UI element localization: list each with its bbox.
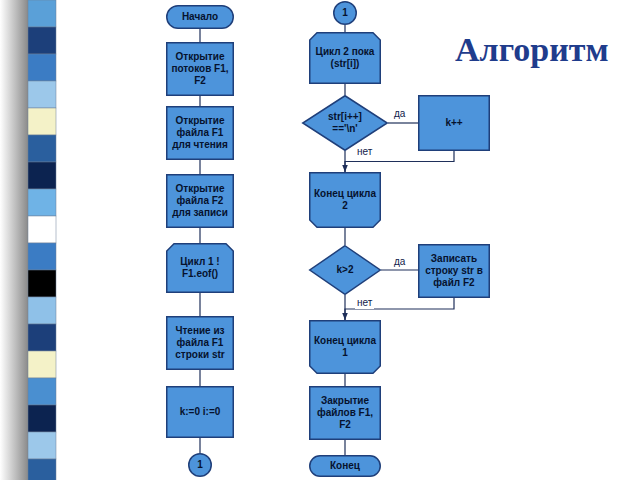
process-box: k++ <box>418 95 490 151</box>
loop-start: Цикл 1 ! F1.eof() <box>166 243 234 293</box>
shape-outline <box>167 175 234 228</box>
shape-outline <box>310 173 381 228</box>
node-text: k:=0 i:=0 <box>170 406 230 418</box>
strip-square <box>28 243 56 270</box>
loop-end: Конец цикла 1 <box>309 320 381 374</box>
loop-end: Конец цикла 2 <box>309 172 381 228</box>
node-text: Чтение из файла F1 строки str <box>170 325 230 361</box>
strip-gradient <box>0 0 28 480</box>
strip-square <box>28 432 56 459</box>
flow-line <box>199 29 200 42</box>
flow-line <box>381 269 418 270</box>
strip-square <box>28 189 56 216</box>
flow-line <box>344 25 345 32</box>
strip-square <box>28 459 56 480</box>
shape-outline <box>419 245 490 298</box>
node-text: Закрытие файлов F1, F2 <box>313 395 377 431</box>
shape-outline <box>167 6 234 29</box>
shape-outline <box>167 107 234 160</box>
shape-outline <box>167 317 234 370</box>
shape-outline <box>419 96 490 151</box>
terminator: Начало <box>166 5 234 29</box>
strip-squares <box>28 0 56 480</box>
shape-outline <box>310 387 381 440</box>
shape-outline <box>310 246 381 295</box>
shape-outline <box>167 43 234 96</box>
process-box: Открытие файла F2 для записи <box>166 174 234 228</box>
node-text: k>2 <box>323 264 368 276</box>
flow-line <box>344 228 345 245</box>
node-text: Открытие файла F1 для чтения <box>170 115 230 151</box>
node-text: Открытие потоков F1, F2 <box>170 51 230 87</box>
node-text: Конец <box>313 460 377 472</box>
flow-line <box>344 440 345 455</box>
flow-line <box>199 228 200 243</box>
strip-square <box>28 324 56 351</box>
process-box: Открытие потоков F1, F2 <box>166 42 234 96</box>
branch-label: да <box>392 108 407 120</box>
shape-outline <box>310 33 381 84</box>
strip-square <box>28 378 56 405</box>
flow-line <box>345 298 454 320</box>
shape-outline <box>189 454 212 477</box>
flow-line <box>199 438 200 453</box>
shape-outline <box>310 321 381 374</box>
decision-diamond: k>2 <box>309 245 381 295</box>
connector-circle: 1 <box>333 1 357 25</box>
loop-start: Цикл 2 пока (str[i]) <box>309 32 381 84</box>
slide-title: Алгоритм <box>455 30 609 70</box>
node-text: Открытие файла F2 для записи <box>170 183 230 219</box>
connector-circle: 1 <box>188 453 212 477</box>
strip-square <box>28 27 56 54</box>
flow-line <box>344 84 345 95</box>
strip-square <box>28 405 56 432</box>
flow-line <box>199 370 200 386</box>
strip-square <box>28 297 56 324</box>
flow-line <box>199 96 200 106</box>
strip-square <box>28 81 56 108</box>
node-text: Конец цикла 2 <box>313 188 377 212</box>
strip-square <box>28 0 56 27</box>
flow-line <box>388 122 418 123</box>
strip-square <box>28 270 56 297</box>
node-text: Цикл 1 ! F1.eof() <box>170 256 230 280</box>
branch-label: да <box>392 256 407 268</box>
shape-outline <box>310 456 381 477</box>
terminator: Конец <box>309 455 381 477</box>
process-box: Закрытие файлов F1, F2 <box>309 386 381 440</box>
process-box: Открытие файла F1 для чтения <box>166 106 234 160</box>
node-text: k++ <box>422 117 486 129</box>
shape-outline <box>167 387 234 438</box>
process-box: Чтение из файла F1 строки str <box>166 316 234 370</box>
node-text: Начало <box>170 11 230 23</box>
shape-outline <box>334 2 357 25</box>
process-box: k:=0 i:=0 <box>166 386 234 438</box>
flow-line <box>199 293 200 316</box>
node-text: 1 <box>333 7 357 19</box>
branch-label: нет <box>355 146 374 158</box>
process-box: Записать строку str в файл F2 <box>418 244 490 298</box>
strip-square <box>28 108 56 135</box>
shape-outline <box>303 96 388 151</box>
node-text: 1 <box>188 459 212 471</box>
node-text: Конец цикла 1 <box>313 335 377 359</box>
node-text: Цикл 2 пока (str[i]) <box>313 46 377 70</box>
node-text: Записать строку str в файл F2 <box>422 253 486 289</box>
shape-outline <box>167 244 234 293</box>
strip-square <box>28 54 56 81</box>
flow-line <box>344 295 345 320</box>
branch-label: нет <box>355 297 374 309</box>
flow-line <box>344 151 345 172</box>
strip-square <box>28 162 56 189</box>
flow-line <box>199 160 200 174</box>
node-text: str[i++] =='\n' <box>318 111 371 135</box>
decision-diamond: str[i++] =='\n' <box>302 95 388 151</box>
strip-square <box>28 216 56 243</box>
strip-square <box>28 351 56 378</box>
strip-square <box>28 135 56 162</box>
flow-line <box>344 374 345 386</box>
